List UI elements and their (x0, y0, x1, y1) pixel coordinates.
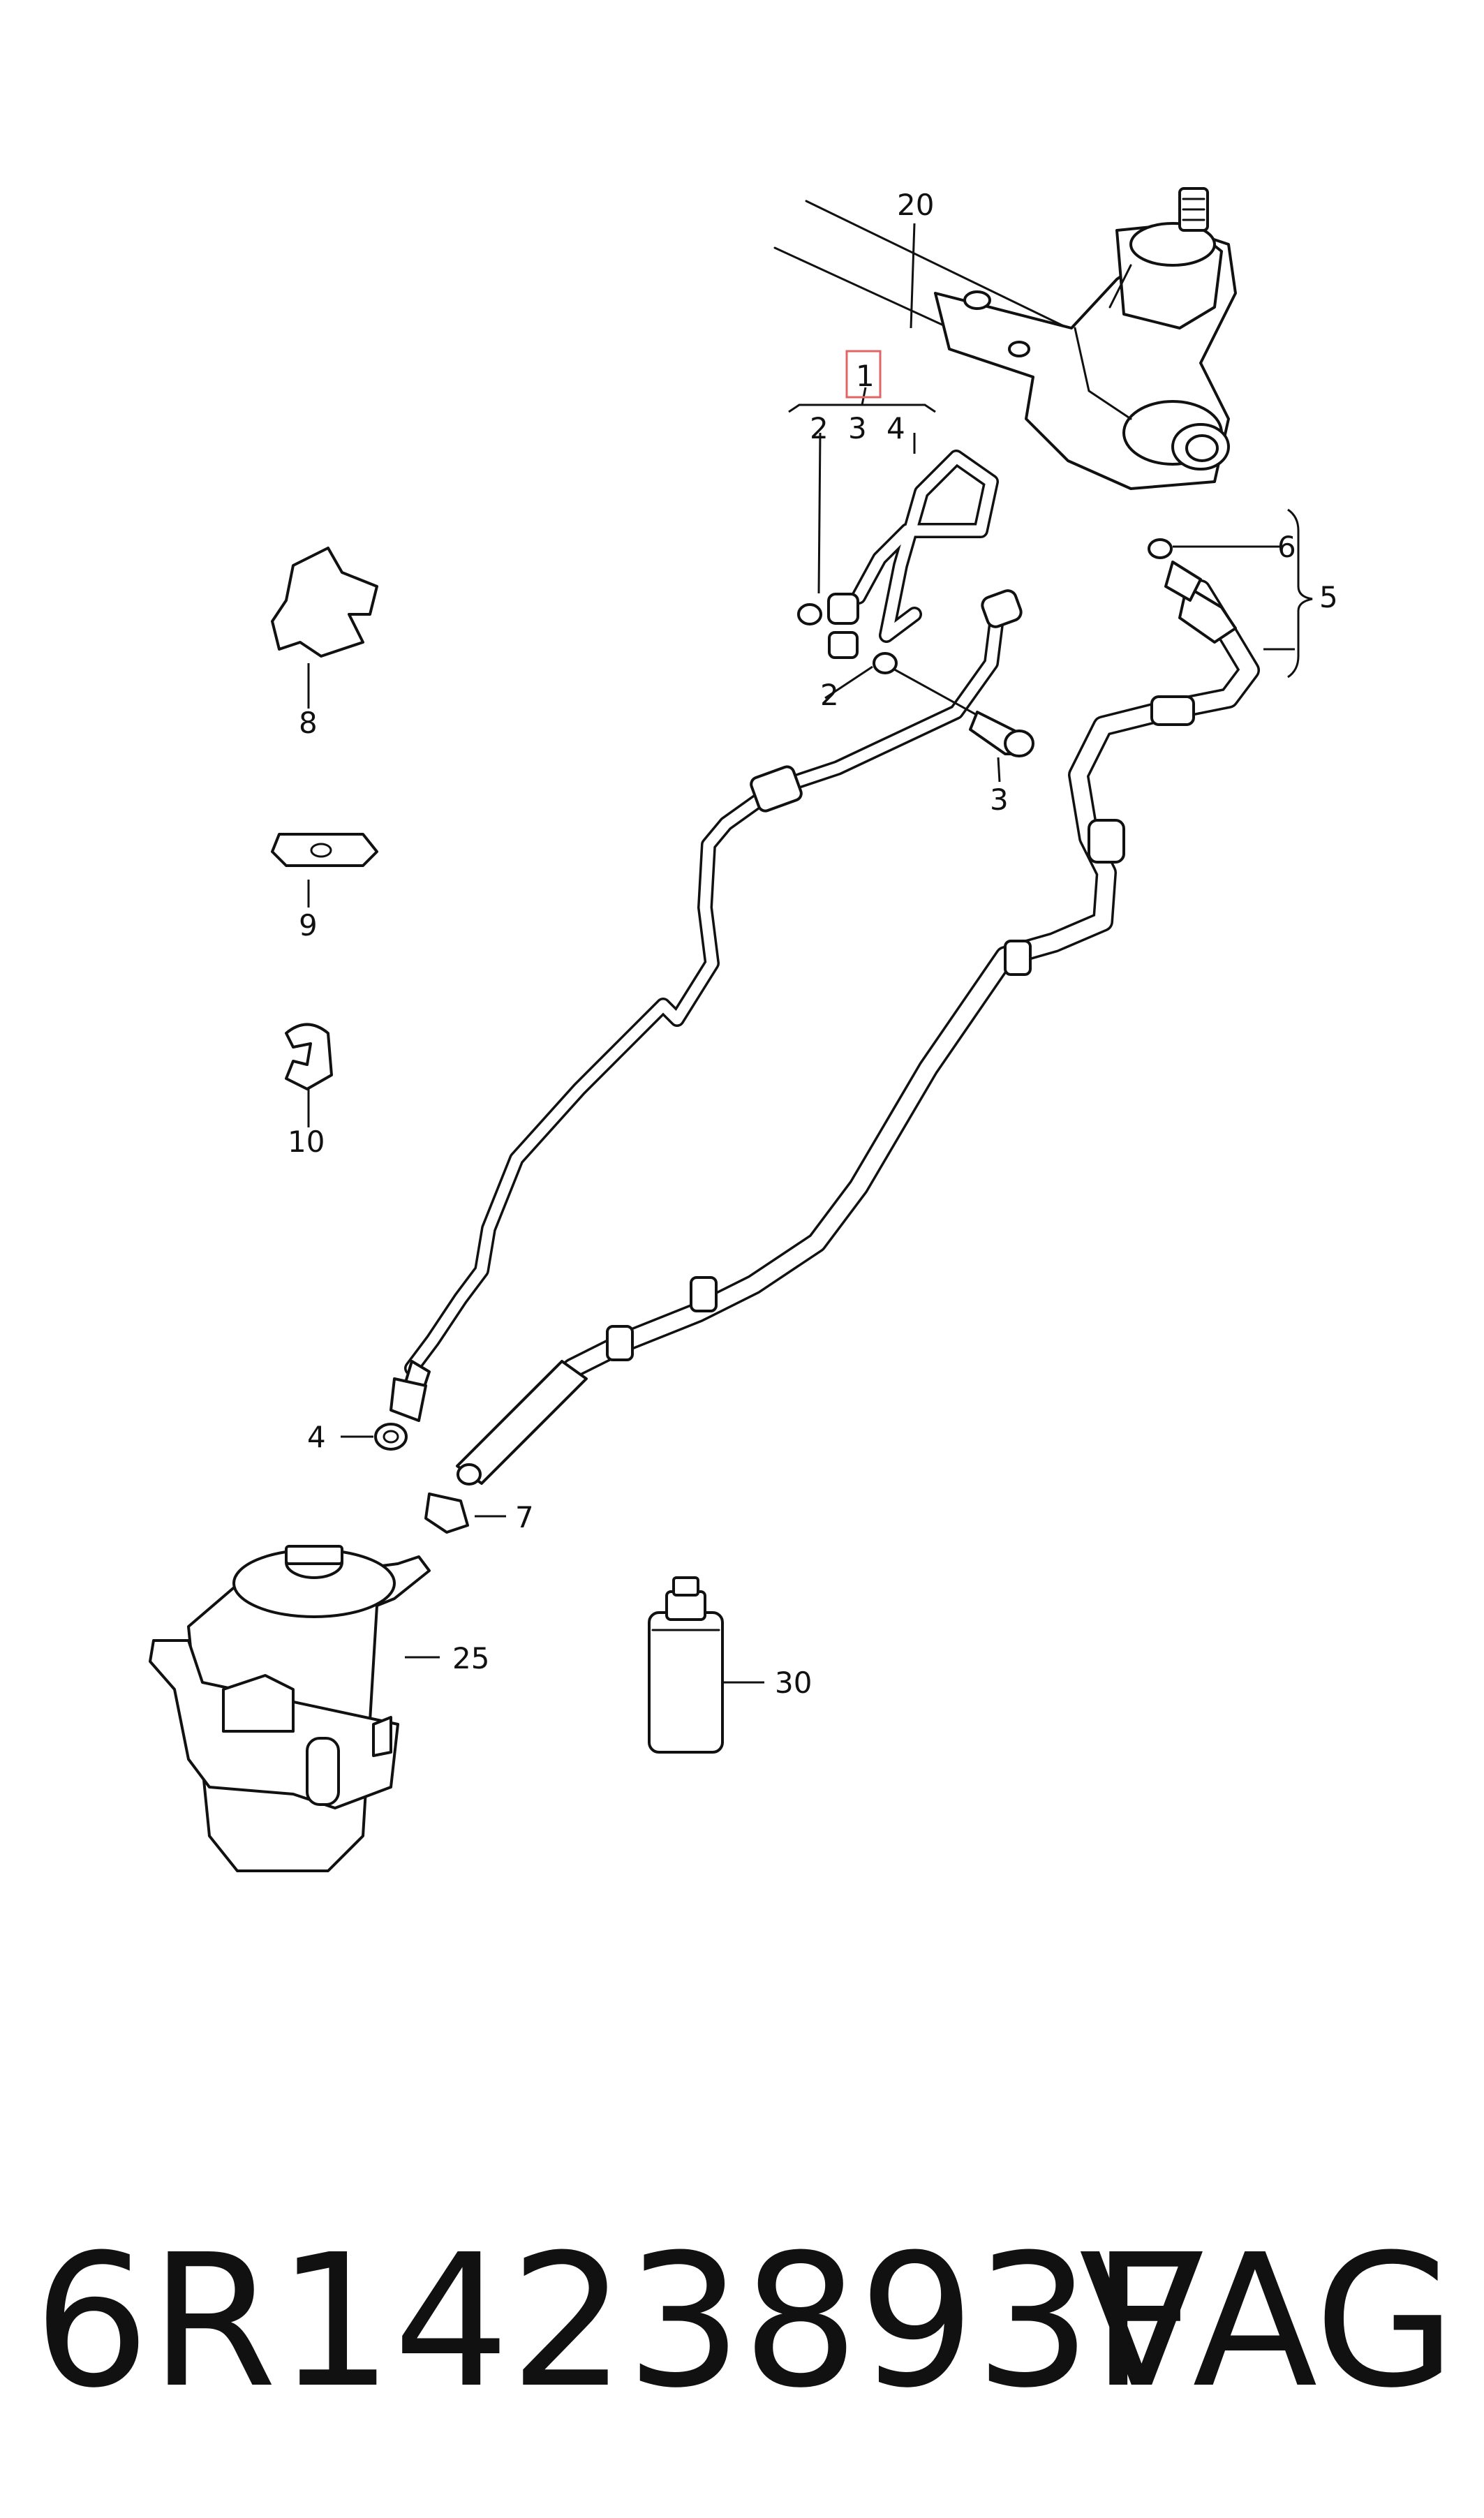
callout-3-lower: 3 (990, 783, 1009, 817)
hose-clip-9 (271, 833, 378, 867)
callout-4-lower: 4 (307, 1420, 326, 1454)
callout-2-lower: 2 (820, 678, 839, 712)
callout-20: 20 (897, 188, 934, 222)
callout-8: 8 (299, 706, 318, 740)
callout-4-upper: 4 (886, 411, 905, 445)
leader-lines (307, 223, 1313, 1684)
callout-3-upper: 3 (848, 411, 867, 445)
pressure-line (389, 450, 1023, 1422)
cap-7 (424, 1493, 469, 1534)
callout-30: 30 (775, 1666, 812, 1700)
callout-7: 7 (515, 1500, 534, 1534)
banjo-bolt (882, 662, 1034, 757)
callout-1: 1 (856, 359, 875, 393)
callout-9: 9 (299, 908, 318, 942)
callout-10: 10 (288, 1125, 325, 1159)
callout-6: 6 (1277, 530, 1296, 564)
return-hose (456, 561, 1260, 1486)
bracket-clip-8 (271, 547, 378, 658)
seal-ring-4 (374, 1423, 408, 1451)
callout-2-upper: 2 (810, 411, 829, 445)
seal-ring-lower (873, 652, 898, 674)
steering-rack (773, 187, 1237, 490)
hose-clip-10 (285, 1023, 333, 1090)
seal-ring-upper (797, 603, 822, 625)
part-number: 6R1423893F (34, 2215, 1197, 2428)
brand-label: VAG (1078, 2215, 1456, 2428)
seal-ring-return (1148, 538, 1173, 559)
fluid-bottle (648, 1576, 724, 1754)
fluid-reservoir (149, 1545, 431, 1872)
callout-highlight-box (845, 350, 882, 399)
callout-25: 25 (452, 1641, 489, 1675)
callout-5: 5 (1319, 580, 1338, 614)
